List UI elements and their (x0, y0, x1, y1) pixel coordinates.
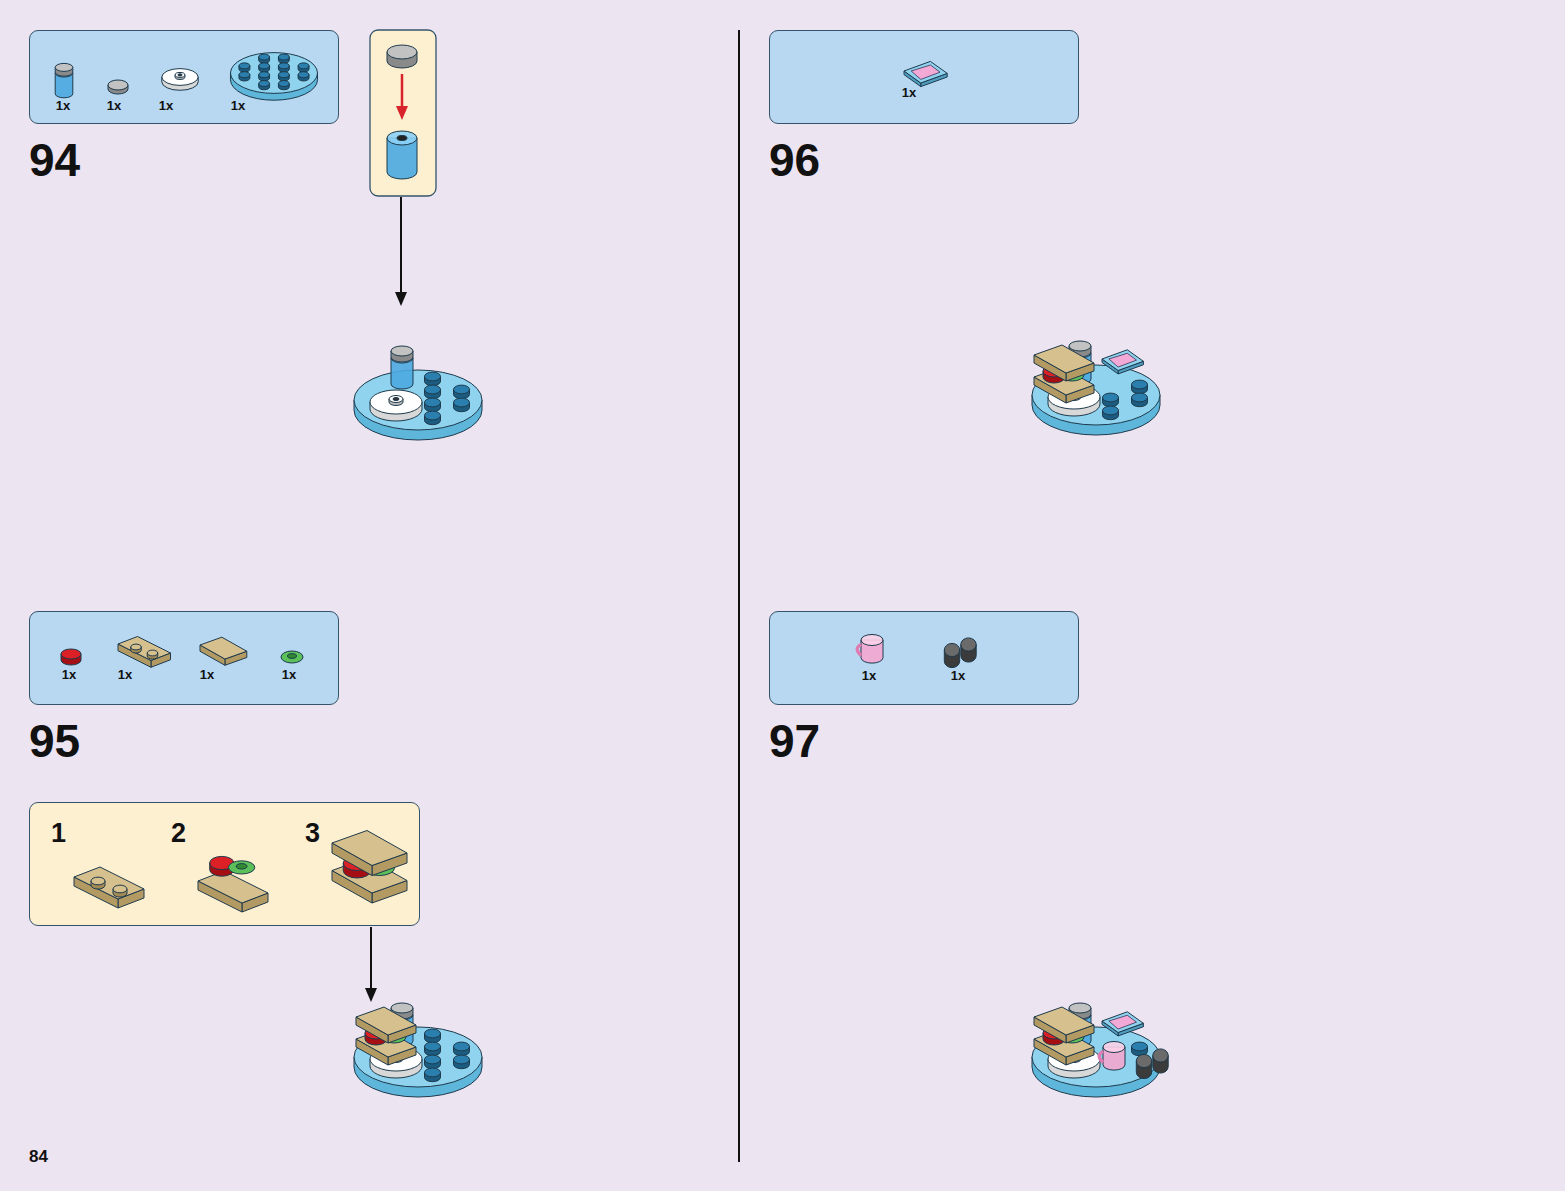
page-number: 84 (29, 1148, 48, 1165)
part-icons (30, 31, 340, 125)
part-icons (30, 803, 421, 927)
part-count: 1x (107, 99, 121, 112)
parts-list-box: 1x (769, 30, 1079, 124)
parts-list-box: 1x 1x 1x 1x (29, 611, 339, 705)
part-count: 1x (231, 99, 245, 112)
parts-list-box: 1x 1x (769, 611, 1079, 705)
sub-step-number: 3 (305, 820, 320, 847)
part-count: 1x (862, 669, 876, 682)
part-icons (770, 31, 1080, 125)
part-count: 1x (56, 99, 70, 112)
part-count: 1x (282, 668, 296, 681)
sub-step-box: 1 2 3 (29, 802, 420, 926)
step-number: 95 (29, 718, 80, 764)
part-count: 1x (62, 668, 76, 681)
parts-list-box: 1x 1x 1x 1x (29, 30, 339, 124)
sub-step-number: 1 (51, 820, 66, 847)
part-count: 1x (118, 668, 132, 681)
part-icons (30, 612, 340, 706)
step-number: 94 (29, 137, 80, 183)
step-number: 96 (769, 137, 820, 183)
part-count: 1x (200, 668, 214, 681)
sub-step-number: 2 (171, 820, 186, 847)
step-number: 97 (769, 718, 820, 764)
part-icons (770, 612, 1080, 706)
part-count: 1x (159, 99, 173, 112)
part-count: 1x (951, 669, 965, 682)
part-count: 1x (902, 86, 916, 99)
